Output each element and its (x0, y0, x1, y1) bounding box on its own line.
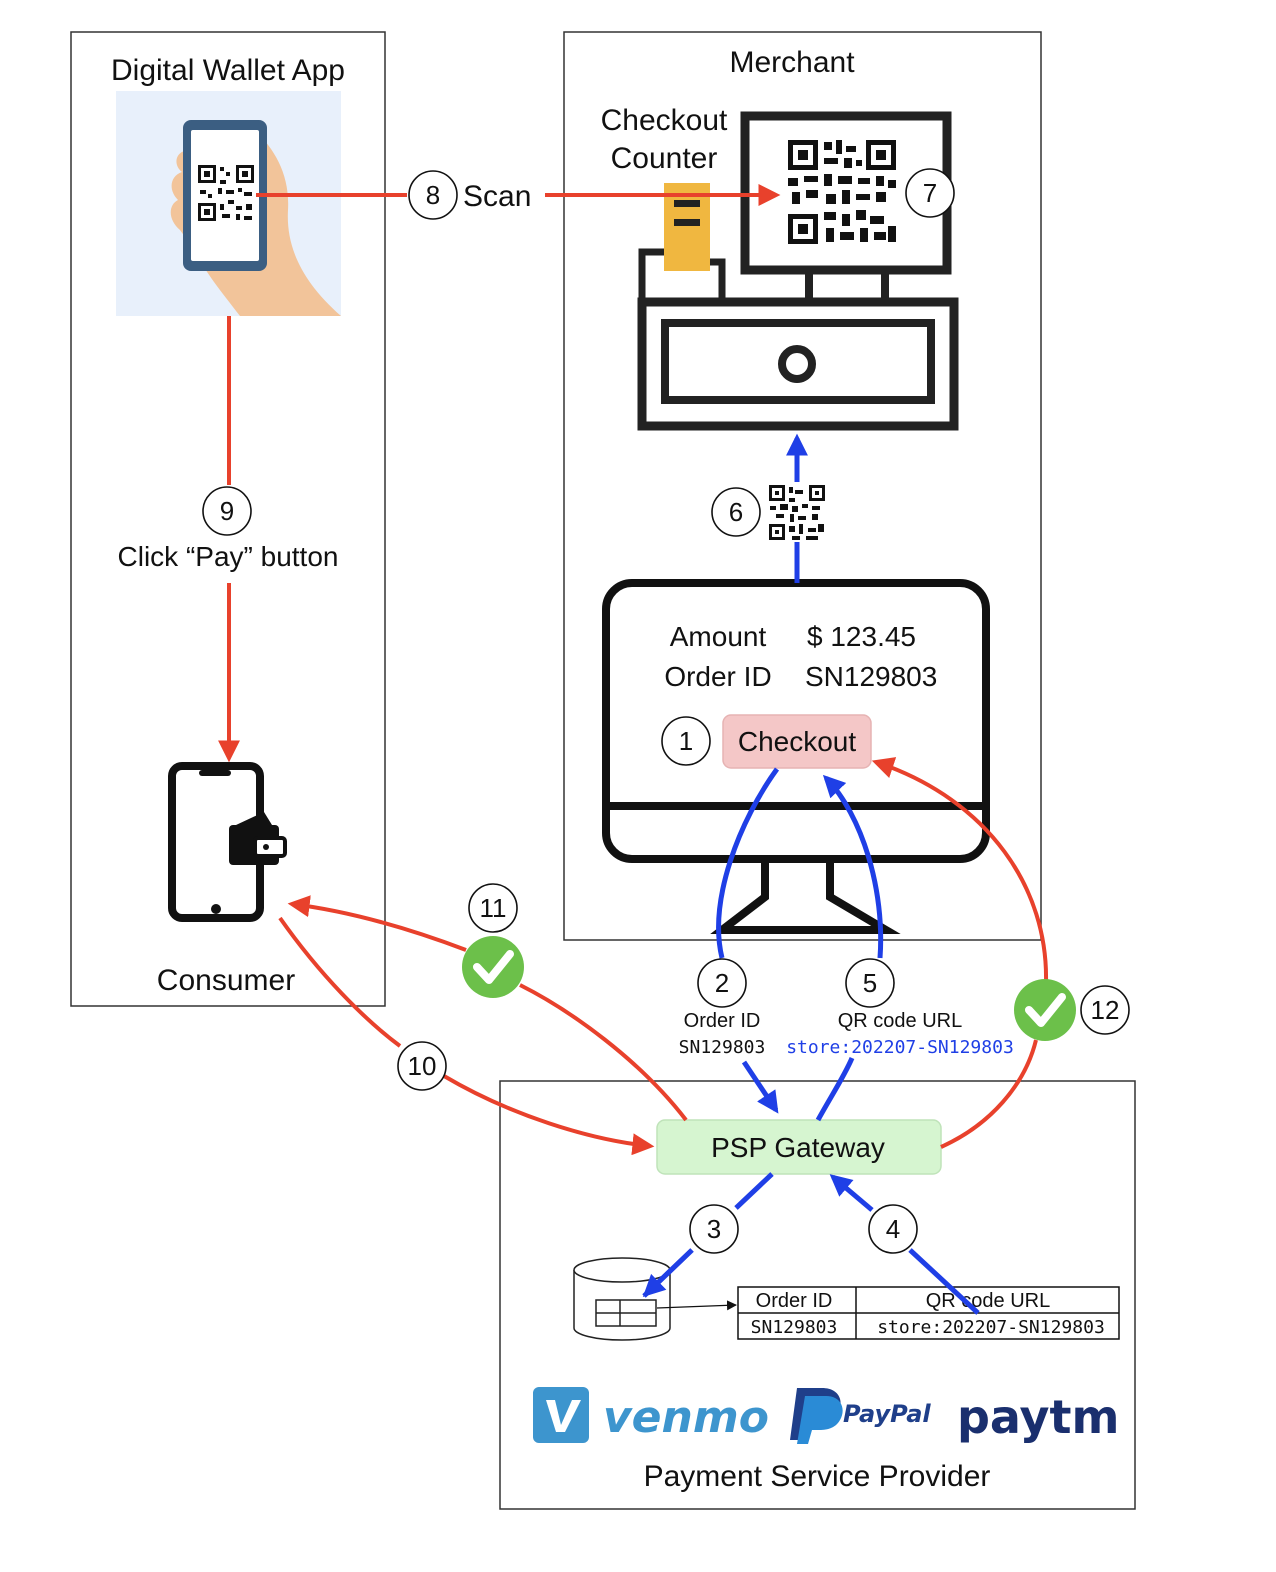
paypal-logo: PayPal (790, 1388, 931, 1444)
checkout-button-label: Checkout (738, 726, 857, 757)
amount-label: Amount (670, 621, 767, 652)
step-9-marker (202, 486, 252, 536)
step-10-number: 10 (408, 1051, 437, 1081)
checkout-counter-icon: Checkout Counter (601, 104, 959, 431)
step-7-number: 7 (923, 178, 937, 208)
arrow-qr-url-to-checkout-bottom (815, 1057, 855, 1122)
click-pay-label: Click “Pay” button (118, 541, 339, 572)
qr-code-small-icon (769, 485, 825, 540)
db-to-table-arrow (656, 1300, 737, 1311)
psp-gateway-label: PSP Gateway (711, 1132, 885, 1163)
step-12-number: 12 (1091, 995, 1120, 1025)
merchant-title: Merchant (729, 46, 855, 79)
arrow-gateway-to-checkout (940, 1039, 1038, 1149)
table-header-qr-url: QR code URL (926, 1290, 1051, 1312)
order-id-value: SN129803 (805, 661, 937, 692)
check-success-icon (462, 936, 524, 998)
step-4-marker (868, 1204, 918, 1254)
step-4-number: 4 (886, 1214, 900, 1244)
consumer-label: Consumer (157, 964, 295, 997)
merchant-panel (563, 31, 1042, 941)
step-1-marker (661, 716, 711, 766)
hand-phone-qr-icon (116, 91, 341, 316)
step-5-marker (845, 958, 895, 1008)
step-2-number: 2 (715, 968, 729, 998)
step-2-marker (697, 958, 747, 1008)
amount-value: $ 123.45 (807, 621, 916, 652)
digital-wallet-panel (70, 31, 386, 1007)
step-8-number: 8 (426, 180, 440, 210)
arrow-db-to-gateway (908, 1248, 980, 1315)
arrow-order-id-to-gateway-bottom (741, 1060, 779, 1114)
step-6-marker (711, 487, 761, 537)
psp-panel (499, 1080, 1136, 1510)
check-success-icon (1014, 979, 1076, 1041)
database-icon (573, 1257, 671, 1341)
venmo-wordmark: venmo (603, 1392, 769, 1443)
arrow-consumer-to-gateway (278, 916, 402, 1048)
step-8-marker (408, 170, 458, 220)
step-11-number: 11 (480, 893, 507, 923)
checkout-counter-line2: Counter (611, 142, 718, 175)
table-cell-order-id: SN129803 (751, 1317, 838, 1338)
order-id-step-label: Order ID (684, 1010, 761, 1032)
step-7-marker (905, 168, 955, 218)
step-6-number: 6 (729, 497, 743, 527)
step-5-number: 5 (863, 968, 877, 998)
wallet-title: Digital Wallet App (111, 54, 345, 87)
arrow-qr-url-to-checkout-top (822, 774, 884, 959)
psp-title: Payment Service Provider (644, 1460, 991, 1493)
checkout-counter-line1: Checkout (601, 104, 728, 137)
table-header-order-id: Order ID (756, 1290, 833, 1312)
step-3-number: 3 (707, 1214, 721, 1244)
paypal-wordmark: PayPal (843, 1400, 931, 1428)
checkout-button[interactable] (722, 714, 872, 769)
scan-label: Scan (463, 180, 531, 213)
step-3-marker (689, 1204, 739, 1254)
step-9-number: 9 (220, 496, 234, 526)
table-cell-qr-url: store:202207-SN129803 (877, 1317, 1105, 1338)
arrow-order-id-to-gateway-top (716, 767, 780, 959)
qr-url-step-label: QR code URL (838, 1010, 963, 1032)
order-id-step-value: SN129803 (679, 1037, 766, 1058)
venmo-logo: venmo (533, 1387, 769, 1443)
arrow-gateway-to-consumer (519, 983, 688, 1122)
step-1-number: 1 (679, 726, 693, 756)
order-id-label: Order ID (664, 661, 771, 692)
step-11-marker (468, 883, 518, 933)
step-10-marker (397, 1041, 447, 1091)
order-table: Order ID QR code URL SN129803 store:2022… (737, 1286, 1120, 1340)
step-12-marker (1080, 985, 1130, 1035)
qr-url-step-value: store:202207-SN129803 (786, 1037, 1014, 1058)
paytm-logo: paytm (957, 1390, 1119, 1444)
phone-wallet-icon (168, 762, 287, 922)
